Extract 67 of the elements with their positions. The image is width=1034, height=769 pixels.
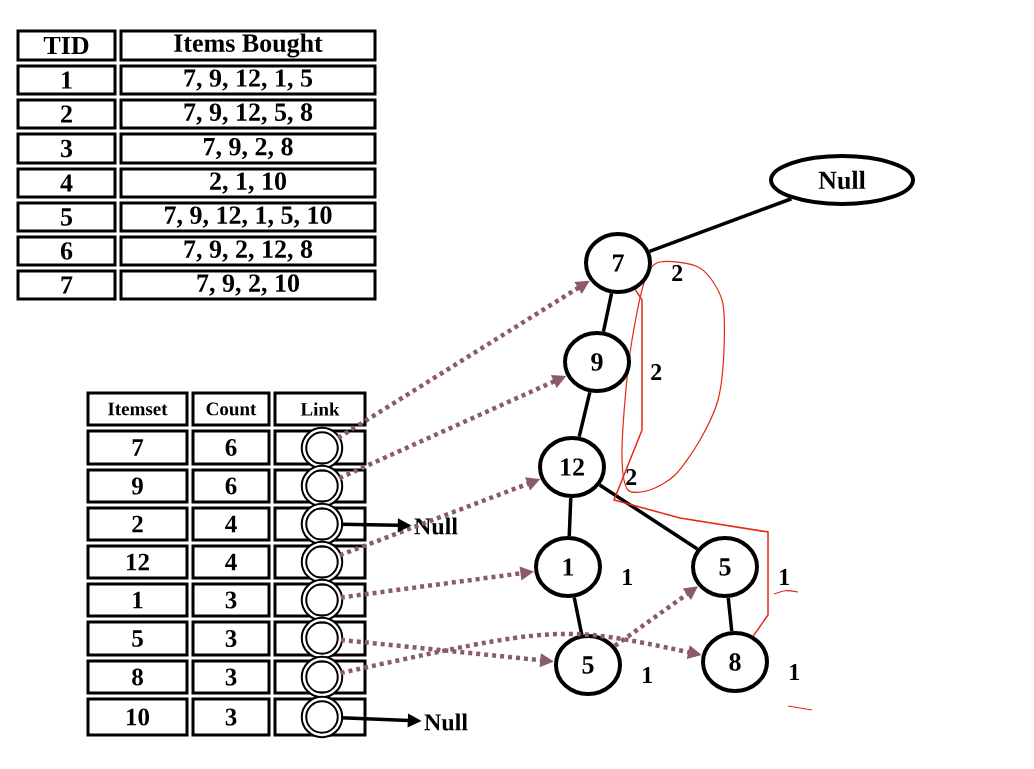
header-cell: Count [191, 391, 271, 427]
count-label: 2 [651, 364, 662, 380]
header-cell: Itemset [86, 391, 189, 427]
header-cell: Link [273, 391, 367, 427]
link-circle [300, 464, 344, 508]
link-circle [300, 578, 344, 622]
link-circle [300, 426, 344, 470]
table-cell: 7, 9, 12, 1, 5, 10 [119, 201, 377, 233]
tree-branch [648, 197, 793, 253]
count-label: 1 [780, 569, 789, 585]
table-cell: 9 [86, 468, 189, 504]
table-cell: 7, 9, 12, 5, 8 [119, 98, 377, 130]
table-cell: 7, 9, 12, 1, 5 [119, 64, 377, 96]
count-label: 1 [623, 569, 632, 585]
table-cell: 3 [191, 582, 271, 618]
link-circle [300, 540, 344, 584]
table-cell: 6 [191, 429, 271, 466]
count-label: 2 [626, 469, 637, 485]
table-cell: 3 [191, 697, 271, 737]
table-cell: 7 [16, 269, 117, 301]
tree-branch [567, 497, 573, 537]
table-cell: 7, 9, 2, 10 [119, 269, 377, 301]
null-label: Null [414, 517, 458, 535]
table-cell: 8 [86, 659, 189, 695]
table-cell: 5 [86, 620, 189, 657]
table-cell: 6 [16, 235, 117, 267]
table-cell: 4 [191, 506, 271, 542]
table-cell: 10 [86, 697, 189, 737]
null-label: Null [424, 713, 468, 731]
tree-node: 7 [584, 232, 652, 294]
link-circle [300, 616, 344, 660]
count-label: 1 [790, 664, 799, 680]
table-cell: 12 [86, 544, 189, 580]
table-cell: 4 [191, 544, 271, 580]
link-circle [300, 655, 344, 699]
table-cell: 2, 1, 10 [119, 167, 377, 199]
tree-branch [598, 483, 699, 551]
header-cell: Items Bought [119, 29, 377, 62]
hand-drawn-path [613, 288, 769, 637]
table-cell: 5 [16, 201, 117, 233]
tree-node: 1 [534, 536, 602, 598]
tree-node: 9 [563, 331, 631, 393]
tree-branch [726, 597, 734, 632]
table-cell: 7, 9, 2, 8 [119, 132, 377, 165]
count-label: 1 [643, 667, 652, 683]
table-cell: 7, 9, 2, 12, 8 [119, 235, 377, 267]
table-cell: 1 [86, 582, 189, 618]
tree-branch [572, 597, 584, 635]
header-cell: TID [16, 29, 117, 62]
table-cell: 2 [86, 506, 189, 542]
tree-node: 5 [691, 536, 759, 598]
tree-node: 8 [701, 631, 769, 693]
table-cell: 4 [16, 167, 117, 199]
table-cell: 3 [191, 659, 271, 695]
link-circle [300, 502, 344, 546]
table-cell: 3 [191, 620, 271, 657]
table-cell: 2 [16, 98, 117, 130]
count-label: 2 [672, 265, 683, 281]
link-circle [300, 695, 344, 739]
tree-node: 12 [538, 436, 606, 498]
tree-branch [577, 391, 592, 438]
table-cell: 7 [86, 429, 189, 466]
table-cell: 3 [16, 132, 117, 165]
tree-node: 5 [554, 634, 622, 696]
tree-branch [601, 293, 614, 332]
table-cell: 6 [191, 468, 271, 504]
table-cell: 1 [16, 64, 117, 96]
